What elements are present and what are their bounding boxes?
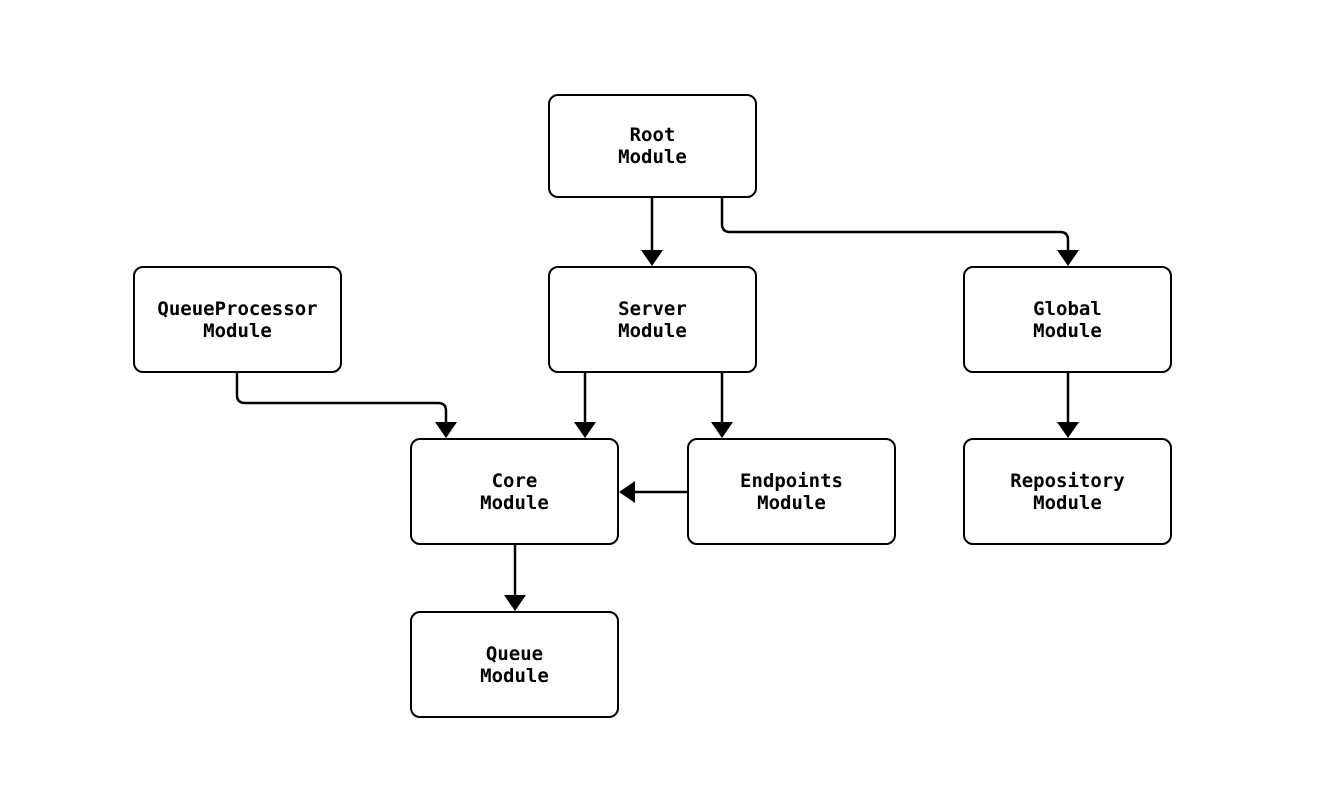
node-label-queueprocessor-module: QueueProcessor Module <box>157 297 318 342</box>
node-label-queue-module: Queue Module <box>480 642 549 687</box>
node-label-endpoints-module: Endpoints Module <box>740 469 843 514</box>
node-queue-module: Queue Module <box>410 611 619 718</box>
arrowhead-root-module-to-server-module <box>641 250 663 266</box>
node-repository-module: Repository Module <box>963 438 1172 545</box>
edge-root-module-to-global-module <box>720 198 1070 250</box>
node-endpoints-module: Endpoints Module <box>687 438 896 545</box>
node-core-module: Core Module <box>410 438 619 545</box>
node-label-root-module: Root Module <box>618 124 687 168</box>
arrowhead-endpoints-module-to-core-module <box>619 481 635 503</box>
edge-queueprocessor-module-to-core-module <box>235 373 448 422</box>
node-label-server-module: Server Module <box>618 297 687 342</box>
arrowhead-queueprocessor-module-to-core-module <box>435 422 457 438</box>
arrowhead-server-module-to-endpoints-module <box>711 422 733 438</box>
node-server-module: Server Module <box>548 266 757 373</box>
node-global-module: Global Module <box>963 266 1172 373</box>
node-root-module: Root Module <box>548 94 757 198</box>
node-label-repository-module: Repository Module <box>1010 469 1125 514</box>
node-queueprocessor-module: QueueProcessor Module <box>133 266 342 373</box>
arrowhead-core-module-to-queue-module <box>504 595 526 611</box>
arrowhead-global-module-to-repository-module <box>1057 422 1079 438</box>
arrowhead-root-module-to-global-module <box>1057 250 1079 266</box>
node-label-core-module: Core Module <box>480 469 549 514</box>
arrowhead-server-module-to-core-module <box>574 422 596 438</box>
node-label-global-module: Global Module <box>1033 297 1102 342</box>
